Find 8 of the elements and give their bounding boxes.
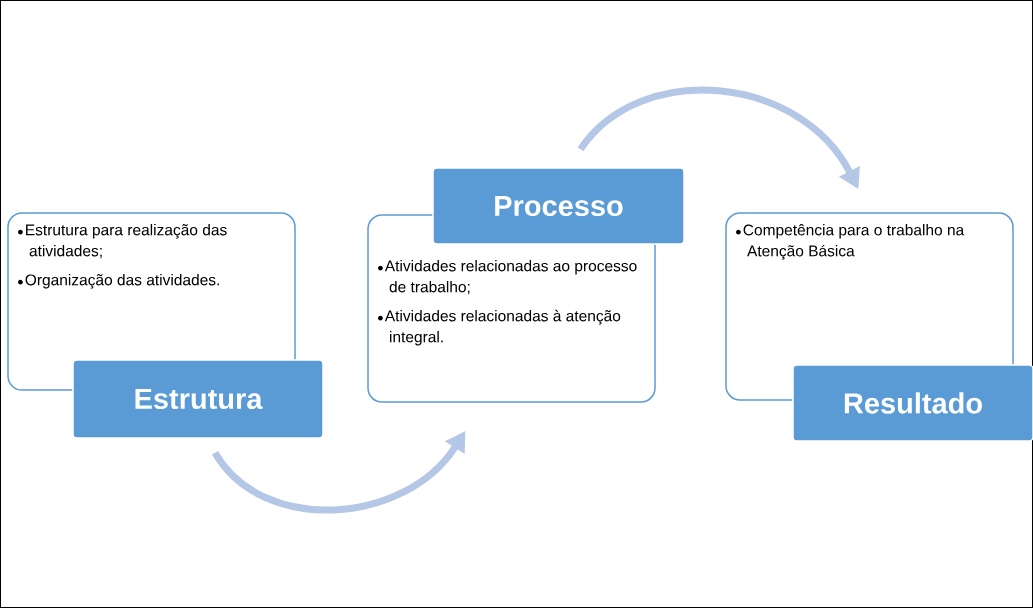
title-box: Resultado	[792, 364, 1033, 442]
bullet-text: Organização das atividades.	[18, 274, 219, 289]
title-box: Estrutura	[72, 359, 324, 439]
bullet-text: Atividades relacionadas à atenção integral.	[378, 309, 621, 346]
bullet-text: Competência para o trabalho na Atenção Básica	[736, 224, 965, 260]
bullet-text: Estrutura para realização das atividades;	[18, 224, 227, 259]
bullet-text: Atividades relacionadas ao processo de trabalho;	[378, 260, 637, 295]
title-box: Processo	[432, 167, 685, 245]
